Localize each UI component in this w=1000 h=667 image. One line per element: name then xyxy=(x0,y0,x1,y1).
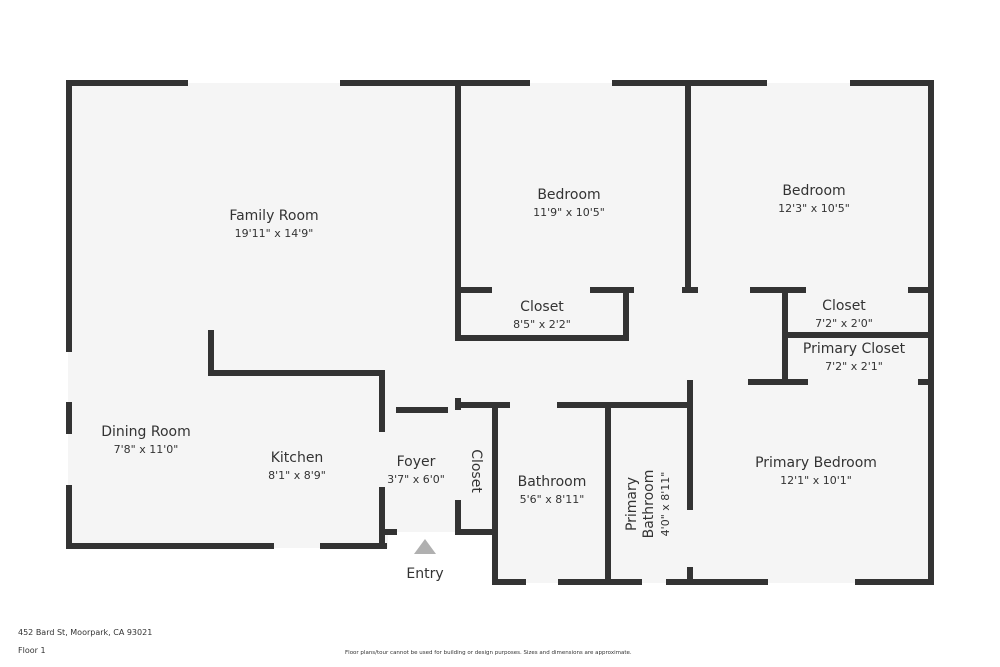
room-name: Foyer xyxy=(397,454,436,470)
room-name: Closet xyxy=(520,299,564,315)
room-name: Primary Closet xyxy=(803,341,906,357)
room-dims: 5'6" x 8'11" xyxy=(520,493,585,506)
address: 452 Bard St, Moorpark, CA 93021 xyxy=(18,628,153,637)
room-name: Primary Bedroom xyxy=(755,455,877,471)
room-labels: Family Room 19'11" x 14'9" Bedroom 11'9"… xyxy=(101,183,905,582)
entry-label: Entry xyxy=(406,566,443,582)
room-dims: 7'8" x 11'0" xyxy=(114,443,179,456)
room-dims: 4'0" x 8'11" xyxy=(659,472,672,537)
room-name: Bathroom xyxy=(641,470,657,539)
room-name: Dining Room xyxy=(101,424,191,440)
room-dims: 19'11" x 14'9" xyxy=(235,227,314,240)
room-dims: 8'5" x 2'2" xyxy=(513,318,571,331)
room-name: Bathroom xyxy=(518,474,587,490)
room-dims: 3'7" x 6'0" xyxy=(387,473,445,486)
room-name: Bedroom xyxy=(782,183,845,199)
room-dims: 8'1" x 8'9" xyxy=(268,469,326,482)
room-dims: 11'9" x 10'5" xyxy=(533,206,605,219)
room-dims: 12'3" x 10'5" xyxy=(778,202,850,215)
room-name: Kitchen xyxy=(271,450,324,466)
floor-label: Floor 1 xyxy=(18,646,46,655)
room-dims: 7'2" x 2'0" xyxy=(815,317,873,330)
entry-arrow-icon xyxy=(414,539,436,554)
room-name: Closet xyxy=(468,449,484,493)
room-name: Bedroom xyxy=(537,187,600,203)
disclaimer: Floor plans/tour cannot be used for buil… xyxy=(345,650,632,656)
room-dims: 7'2" x 2'1" xyxy=(825,360,883,373)
room-dims: 12'1" x 10'1" xyxy=(780,474,852,487)
walls xyxy=(66,80,934,585)
room-name: Primary xyxy=(624,477,640,531)
room-name: Family Room xyxy=(229,208,318,224)
room-name: Closet xyxy=(822,298,866,314)
